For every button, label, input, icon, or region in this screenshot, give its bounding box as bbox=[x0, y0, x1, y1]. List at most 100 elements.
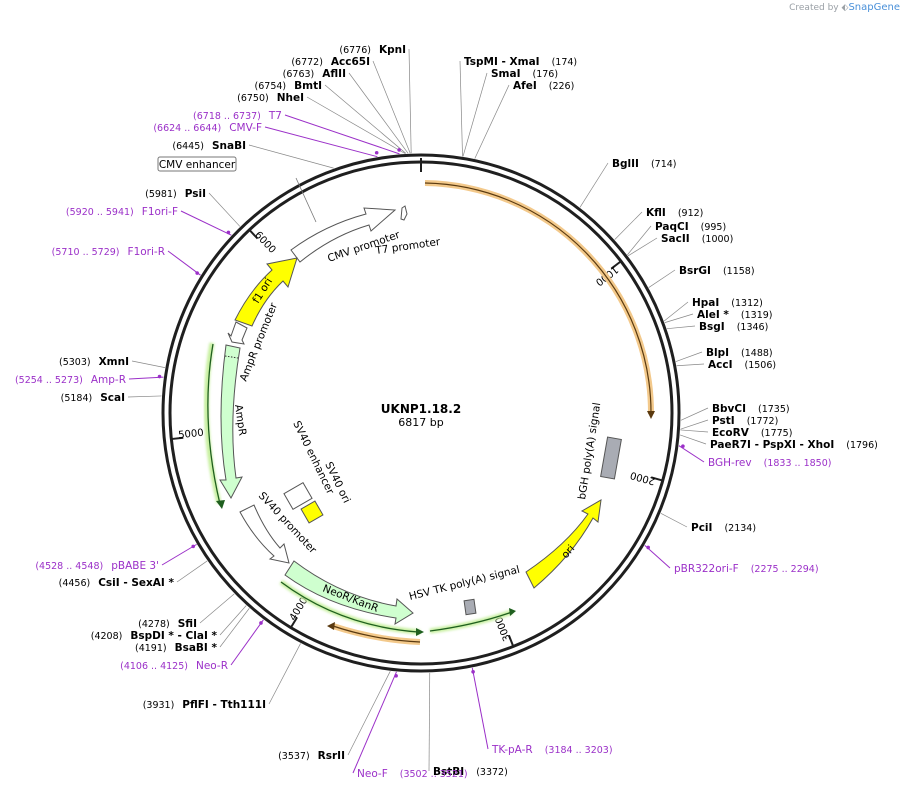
bgh-polya-box bbox=[600, 436, 622, 480]
enzyme-name: SacII bbox=[661, 233, 690, 245]
enzyme-name: HpaI bbox=[692, 297, 719, 309]
neor-orf-line bbox=[280, 581, 419, 633]
enzyme-label[interactable]: BbvCI (1735) bbox=[712, 403, 790, 415]
enzyme-label[interactable]: BsaBI *(4191) bbox=[135, 642, 217, 654]
primer-label[interactable]: F1ori-F(5920 .. 5941) bbox=[66, 206, 178, 218]
primer-label[interactable]: pBABE 3'(4528 .. 4548) bbox=[35, 560, 159, 572]
primer-label[interactable]: Neo-R(4106 .. 4125) bbox=[120, 660, 228, 672]
enzyme-position: (5981) bbox=[145, 189, 177, 200]
enzyme-position: (1796) bbox=[846, 440, 878, 451]
enzyme-label[interactable]: ScaI(5184) bbox=[61, 392, 125, 404]
enzyme-label[interactable]: BglII(714) bbox=[612, 158, 676, 170]
enzyme-label[interactable]: NheI(6750) bbox=[237, 92, 304, 104]
primer-site-mark bbox=[646, 545, 650, 550]
enzyme-label[interactable]: RsrII(3537) bbox=[278, 750, 345, 762]
enzyme-name: BbvCI bbox=[712, 403, 746, 415]
enzyme-position: (1775) bbox=[761, 428, 793, 439]
enzyme-label[interactable]: AfeI(226) bbox=[513, 80, 574, 92]
orf-arc-top-right bbox=[424, 180, 655, 415]
enzyme-position: (4278) bbox=[138, 619, 170, 630]
enzyme-label[interactable]: KpnI(6776) bbox=[339, 44, 406, 56]
enzyme-name: PciI bbox=[691, 522, 712, 534]
primer-name: pBR322ori-F bbox=[674, 563, 739, 575]
cmv-promoter-arrow bbox=[290, 207, 397, 263]
primer-position: (5254 .. 5273) bbox=[15, 375, 83, 386]
primer-position: (5710 .. 5729) bbox=[52, 247, 120, 258]
enzyme-leader-line bbox=[627, 225, 652, 256]
orf-bottom-green-line bbox=[429, 611, 513, 632]
primer-site-mark bbox=[397, 148, 401, 152]
enzyme-label[interactable]: Acc65I(6772) bbox=[291, 56, 370, 68]
enzyme-label[interactable]: EcoRV (1775) bbox=[712, 427, 792, 439]
enzyme-label[interactable]: PstI(1772) bbox=[712, 415, 778, 427]
enzyme-label[interactable]: KflI(912) bbox=[646, 207, 703, 219]
enzyme-label[interactable]: BlpI(1488) bbox=[706, 347, 773, 359]
ampr-arrow bbox=[219, 344, 243, 500]
enzyme-label[interactable]: PsiI(5981) bbox=[145, 188, 206, 200]
enzyme-label[interactable]: BspDI * - ClaI *(4208) bbox=[91, 630, 218, 642]
neor-orf-head bbox=[416, 628, 424, 636]
primer-label[interactable]: T7(6718 .. 6737) bbox=[193, 110, 282, 122]
enzyme-label[interactable]: TspMI - XmaI(174) bbox=[464, 56, 577, 68]
primer-name: CMV-F bbox=[229, 122, 262, 134]
enzyme-label[interactable]: SmaI(176) bbox=[491, 68, 558, 80]
enzyme-name: TspMI - XmaI bbox=[464, 56, 540, 68]
enzyme-leader-line bbox=[666, 325, 696, 330]
hsv-tk-polya-label: HSV TK poly(A) signal bbox=[408, 564, 521, 603]
enzyme-label[interactable]: SnaBI (6445) bbox=[172, 140, 246, 152]
enzyme-label[interactable]: SacII(1000) bbox=[661, 233, 733, 245]
enzyme-label[interactable]: BsgI(1346) bbox=[699, 321, 768, 333]
enzyme-position: (1735) bbox=[758, 404, 790, 415]
orf-bottom-reverse-head bbox=[327, 622, 335, 630]
enzyme-label[interactable]: AccI(1506) bbox=[708, 359, 776, 371]
enzyme-label[interactable]: CsiI - SexAI *(4456) bbox=[59, 577, 175, 589]
primer-position: (1833 .. 1850) bbox=[764, 458, 832, 469]
enzyme-label[interactable]: HpaI(1312) bbox=[692, 297, 763, 309]
enzyme-label[interactable]: XmnI(5303) bbox=[59, 356, 129, 368]
primer-label[interactable]: Amp-R(5254 .. 5273) bbox=[15, 374, 126, 386]
enzyme-name: PaeR7I - PspXI - XhoI bbox=[710, 439, 834, 451]
enzyme-name: PflFI - Tth111I bbox=[182, 699, 266, 711]
enzyme-position: (6776) bbox=[339, 45, 371, 56]
enzyme-position: (3372) bbox=[476, 767, 508, 778]
enzyme-leader-line bbox=[663, 301, 689, 322]
primer-label[interactable]: CMV-F(6624 .. 6644) bbox=[153, 122, 262, 134]
enzyme-position: (6445) bbox=[172, 141, 204, 152]
primer-label[interactable]: Neo-F(3502 .. 3521) bbox=[357, 768, 468, 780]
enzyme-label[interactable]: PaeR7I - PspXI - XhoI (1796) bbox=[710, 439, 878, 451]
enzyme-position: (1772) bbox=[747, 416, 779, 427]
sv40-promoter-arrow bbox=[239, 504, 290, 564]
enzyme-label[interactable]: AleI *(1319) bbox=[697, 309, 773, 321]
primer-label[interactable]: pBR322ori-F(2275 .. 2294) bbox=[674, 563, 819, 575]
primer-site-mark bbox=[394, 674, 398, 678]
ampr-promoter-arrow bbox=[227, 321, 248, 345]
enzyme-position: (2134) bbox=[724, 523, 756, 534]
enzyme-leader-line bbox=[627, 237, 658, 257]
enzyme-leader-line bbox=[248, 144, 334, 169]
enzyme-label[interactable]: BstBI(3372) bbox=[433, 766, 508, 778]
enzyme-name: BsgI bbox=[699, 321, 725, 333]
ori-arrow bbox=[525, 499, 602, 589]
enzyme-label[interactable]: PciI (2134) bbox=[691, 522, 756, 534]
primer-label[interactable]: TK-pA-R(3184 .. 3203) bbox=[491, 744, 613, 756]
enzyme-position: (226) bbox=[549, 81, 575, 92]
enzyme-label[interactable]: AflII(6763) bbox=[283, 68, 346, 80]
enzyme-name: Acc65I bbox=[331, 56, 370, 68]
enzyme-label[interactable]: BmtI(6754) bbox=[255, 80, 322, 92]
hsv-tk-polya-box bbox=[463, 598, 477, 616]
ampr-glow bbox=[203, 342, 222, 504]
enzyme-label[interactable]: PflFI - Tth111I(3931) bbox=[143, 699, 266, 711]
primer-position: (4528 .. 4548) bbox=[35, 561, 103, 572]
enzyme-leader-line bbox=[176, 560, 208, 583]
enzyme-position: (1158) bbox=[723, 266, 755, 277]
orf-bottom-green-head bbox=[509, 608, 516, 616]
primer-label[interactable]: F1ori-R(5710 .. 5729) bbox=[52, 246, 165, 258]
enzyme-label[interactable]: PaqCI(995) bbox=[655, 221, 726, 233]
enzyme-name: SnaBI bbox=[212, 140, 246, 152]
enzyme-name: EcoRV bbox=[712, 427, 750, 439]
tick-label: 2000 bbox=[629, 469, 656, 486]
enzyme-label[interactable]: SfiI(4278) bbox=[138, 618, 197, 630]
enzyme-label[interactable]: BsrGI(1158) bbox=[679, 265, 755, 277]
primer-label[interactable]: BGH-rev(1833 .. 1850) bbox=[708, 457, 831, 469]
